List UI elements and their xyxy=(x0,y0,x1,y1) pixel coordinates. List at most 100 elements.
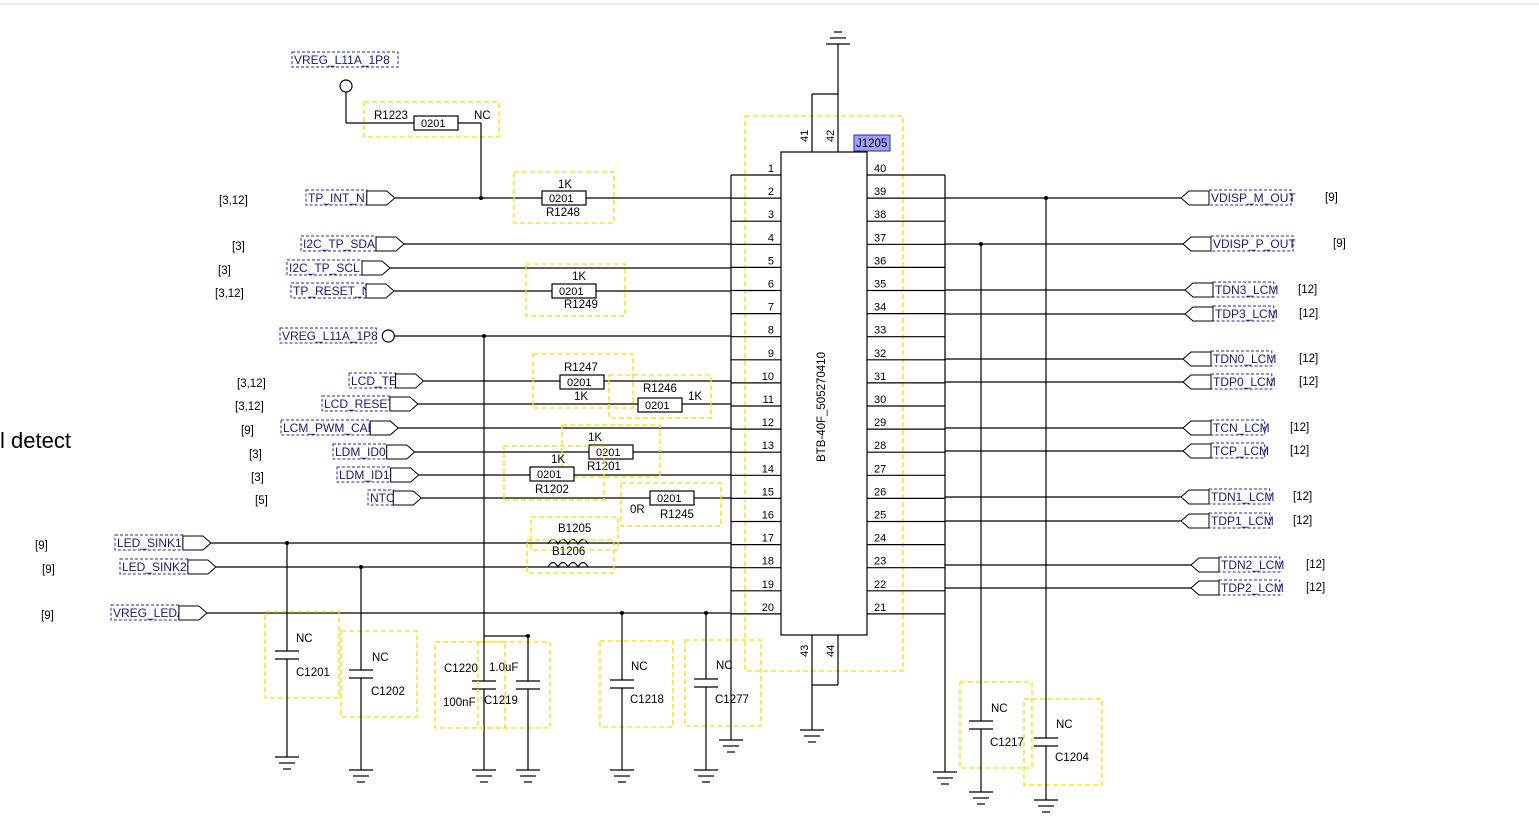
pin-label-12: 12 xyxy=(762,417,774,429)
net-label: TDP1_LCM xyxy=(1211,514,1274,528)
bead-b1206[interactable]: B1206 xyxy=(526,539,615,574)
net-port-vdisp-m-out[interactable]: VDISP_M_OUT[9] xyxy=(945,189,1338,206)
net-port-lcm-pwm-cabc[interactable]: LCM_PWM_CABC[9] xyxy=(241,419,731,437)
capacitor-ref: C1217 xyxy=(990,737,1024,749)
port-arrow-icon xyxy=(1180,513,1210,529)
net-port-tdn0-lcm[interactable]: TDN0_LCM[12] xyxy=(945,350,1318,367)
net-port-tp-reset-n[interactable]: TP_RESET_N[3,12] xyxy=(215,282,731,300)
net-port-tcp-lcm[interactable]: TCP_LCM[12] xyxy=(945,442,1309,459)
net-port-tdn1-lcm[interactable]: TDN1_LCM[12] xyxy=(945,488,1312,505)
net-label: LCD_RESET xyxy=(324,397,395,411)
ground-icon xyxy=(472,769,496,783)
partial-label-detect: l detect xyxy=(0,428,71,453)
net-label: TDN2_LCM xyxy=(1221,558,1284,572)
ground-icon xyxy=(969,791,993,805)
pin-label-17: 17 xyxy=(762,533,774,545)
net-port-i2c-tp-sda[interactable]: I2C_TP_SDA[3] xyxy=(232,235,731,253)
port-arrow-icon xyxy=(361,260,391,276)
top-rail-net[interactable]: VREG_L11A_1P8 0201 R1223 NC xyxy=(291,51,500,200)
pin-label-32: 32 xyxy=(874,348,886,360)
net-label: I2C_TP_SCL xyxy=(289,261,360,275)
port-arrow-icon xyxy=(1180,489,1210,505)
resistor-body xyxy=(529,466,575,482)
net-port-tdp1-lcm[interactable]: TDP1_LCM [12] xyxy=(945,512,1312,529)
port-arrow-icon xyxy=(1190,580,1220,596)
net-port-led-sink1[interactable]: LED_SINK1 [9] xyxy=(35,534,731,552)
port-arrow-icon xyxy=(1182,374,1212,390)
sheet-ref: [12] xyxy=(1293,515,1312,527)
net-label: I2C_TP_SDA xyxy=(303,237,375,251)
net-port-vdisp-p-out[interactable]: VDISP_P_OUT[9] xyxy=(945,235,1346,252)
ground-icon xyxy=(275,756,299,770)
pin-43-label: 43 xyxy=(799,645,811,657)
resistor-group: 0201R12481K0201R12491K0201R12471K0201R12… xyxy=(503,171,722,527)
connector-j1205[interactable]: J1205 BTB-40F_505270410 xyxy=(744,115,904,672)
ground-icon xyxy=(694,769,718,783)
sheet-ref: [12] xyxy=(1290,445,1309,457)
net-port-lcd-reset[interactable]: LCD_RESET[3,12] xyxy=(235,395,731,413)
pin-label-20: 20 xyxy=(762,602,774,614)
port-arrow-icon xyxy=(390,467,420,483)
sheet-ref: [3] xyxy=(251,472,264,484)
r1223-ref: R1223 xyxy=(374,110,408,122)
net-port-led-sink2[interactable]: LED_SINK2[9] xyxy=(42,558,731,576)
sheet-ref: [12] xyxy=(1306,559,1325,571)
pin-label-39: 39 xyxy=(874,186,886,198)
port-arrow-icon xyxy=(369,420,399,436)
sheet-ref: [3,12] xyxy=(237,378,266,390)
net-label: TDN3_LCM xyxy=(1215,283,1278,297)
pin-label-27: 27 xyxy=(874,463,886,475)
net-port-tp-int-n[interactable]: TP_INT_N[3,12] xyxy=(219,189,731,207)
capacitor-value: NC xyxy=(296,633,313,645)
resistor-pkg: 0201 xyxy=(657,493,681,505)
resistor-pkg: 0201 xyxy=(567,377,591,389)
sheet-ref: [9] xyxy=(241,425,254,437)
pin-label-36: 36 xyxy=(874,255,886,267)
net-port-ldm-id0[interactable]: LDM_ID0[3] xyxy=(249,443,731,461)
net-port-tcn-lcm[interactable]: TCN_LCM[12] xyxy=(945,419,1309,436)
net-port-vreg-leda[interactable]: VREG_LEDA[9] xyxy=(41,604,731,622)
net-port-tdp0-lcm[interactable]: TDP0_LCM[12] xyxy=(945,373,1318,390)
pin-label-24: 24 xyxy=(874,533,886,545)
pin-label-4: 4 xyxy=(768,232,774,244)
net-port-tdp2-lcm[interactable]: TDP2_LCM[12] xyxy=(945,579,1325,596)
right-ground-bus xyxy=(933,175,957,785)
net-label: TP_INT_N xyxy=(308,191,365,205)
net-port-ldm-id1[interactable]: LDM_ID1[3] xyxy=(251,466,731,484)
sheet-ref: [12] xyxy=(1306,582,1325,594)
net-port-i2c-tp-scl[interactable]: I2C_TP_SCL[3] xyxy=(218,259,731,277)
left-net-ports: TP_INT_N[3,12]I2C_TP_SDA[3]I2C_TP_SCL[3]… xyxy=(35,189,731,622)
capacitor-ref: C1277 xyxy=(715,694,749,706)
pin-label-14: 14 xyxy=(762,463,774,475)
net-label: LED_SINK1 xyxy=(117,536,182,550)
resistor-value: 1K xyxy=(572,271,586,283)
sheet-ref: [9] xyxy=(35,540,48,552)
capacitor-value: NC xyxy=(372,652,389,664)
sheet-ref: [12] xyxy=(1299,308,1318,320)
net-port-tdn2-lcm[interactable]: TDN2_LCM [12] xyxy=(945,556,1325,573)
net-port-tdp3-lcm[interactable]: TDP3_LCM[12] xyxy=(945,305,1318,322)
power-rail-circle-icon xyxy=(381,329,395,343)
port-arrow-icon xyxy=(1182,236,1212,252)
net-port-tdn3-lcm[interactable]: TDN3_LCM[12] xyxy=(945,281,1317,298)
sheet-ref: [9] xyxy=(41,610,54,622)
connector-refdes-highlight xyxy=(853,134,891,152)
net-port-vreg-l11a-1p8[interactable]: VREG_L11A_1P8 xyxy=(279,327,731,344)
port-arrow-icon xyxy=(1190,557,1220,573)
